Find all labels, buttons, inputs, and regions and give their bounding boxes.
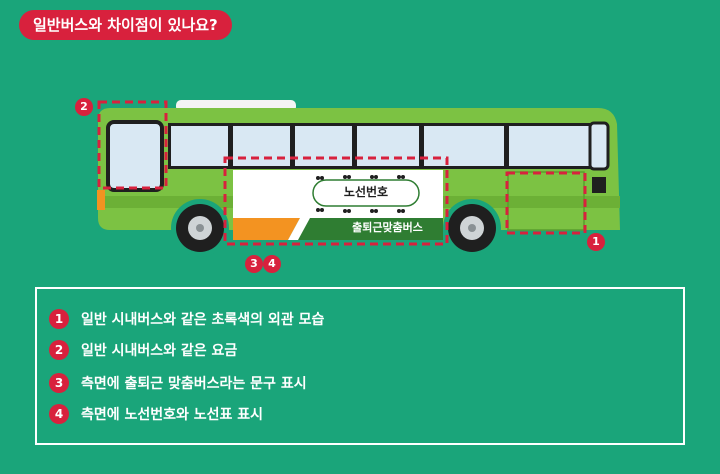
commuter-bus-label: 출퇴근맞춤버스: [352, 221, 423, 234]
bus-illustration: 노선번호 출퇴근맞춤버스 2 1 3 4: [75, 98, 620, 273]
legend-text: 측면에 노선번호와 노선표 표시: [81, 407, 264, 423]
highlight-box-side-ad: [223, 156, 449, 246]
side-windows: [168, 123, 592, 169]
marker-2: 2: [75, 98, 93, 116]
legend-box: 1 일반 시내버스와 같은 초록색의 외관 모습 2 일반 시내버스와 같은 요…: [35, 287, 685, 445]
marker-1: 1: [587, 233, 605, 251]
rear-window: [588, 121, 610, 171]
rear-light: [592, 177, 606, 193]
front-light: [97, 190, 105, 210]
legend-item-4: 4 측면에 노선번호와 노선표 표시: [49, 403, 263, 425]
rear-wheel: [443, 199, 501, 257]
windscreen: [106, 120, 164, 192]
front-wheel: [171, 199, 229, 257]
legend-item-2: 2 일반 시내버스와 같은 요금: [49, 339, 237, 361]
legend-number: 2: [49, 340, 69, 360]
marker-3: 3: [245, 255, 263, 273]
highlight-box-front: [97, 100, 168, 190]
legend-text: 측면에 출퇴근 맞춤버스라는 문구 표시: [81, 376, 307, 392]
marker-4: 4: [263, 255, 281, 273]
legend-number: 4: [49, 404, 69, 424]
highlight-box-rear: [505, 171, 587, 235]
legend-item-3: 3 측면에 출퇴근 맞춤버스라는 문구 표시: [49, 372, 307, 394]
bus-graphic: [97, 100, 620, 257]
route-number-label: 노선번호: [343, 185, 389, 199]
legend-number: 3: [49, 373, 69, 393]
legend-text: 일반 시내버스와 같은 초록색의 외관 모습: [81, 312, 325, 328]
page-title: 일반버스와 차이점이 있나요?: [19, 10, 232, 40]
side-ad-panel: [233, 170, 443, 240]
legend-number: 1: [49, 309, 69, 329]
legend-text: 일반 시내버스와 같은 요금: [81, 343, 238, 359]
legend-item-1: 1 일반 시내버스와 같은 초록색의 외관 모습: [49, 308, 324, 330]
